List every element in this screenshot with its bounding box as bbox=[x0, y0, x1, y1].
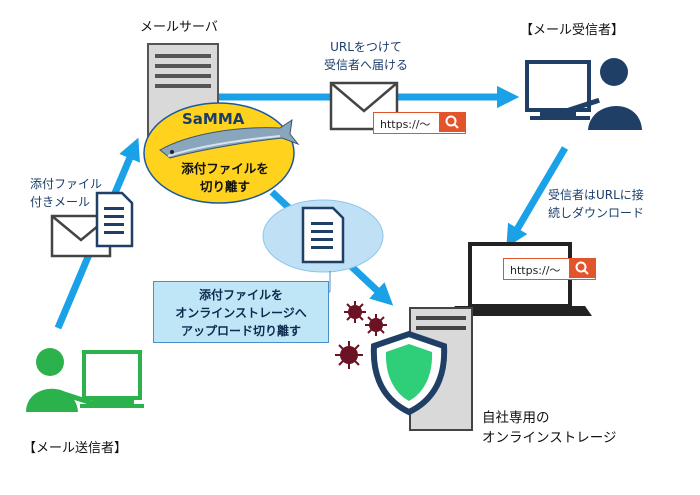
label-mail-server: メールサーバ bbox=[140, 20, 218, 35]
label-attachment-line1: 添付ファイル bbox=[30, 177, 103, 191]
label-url-attach: URLをつけて 受信者へ届ける bbox=[306, 38, 426, 74]
search-icon bbox=[569, 259, 595, 278]
storage-server-icon bbox=[370, 307, 473, 431]
url-text: https://～ bbox=[510, 264, 561, 277]
callout-line1: 添付ファイルを bbox=[198, 288, 283, 302]
url-bar-top: https://～ bbox=[373, 112, 466, 134]
document-icon bbox=[301, 206, 345, 264]
samma-line2: 切り離す bbox=[199, 179, 250, 194]
arrow-receiver-to-laptop bbox=[506, 146, 569, 248]
samma-title: SaMMA bbox=[182, 110, 245, 128]
label-attachment-line2: 付きメール bbox=[30, 195, 91, 209]
label-storage-line1: 自社専用の bbox=[482, 410, 550, 426]
receiver-person-icon bbox=[525, 58, 642, 130]
samma-line1: 添付ファイルを bbox=[181, 161, 269, 176]
sender-person-icon bbox=[26, 348, 144, 412]
label-download-line2: 続しダウンロード bbox=[548, 206, 645, 220]
samma-badge bbox=[143, 102, 300, 204]
label-storage: 自社専用の オンラインストレージ bbox=[482, 408, 616, 448]
label-url-attach-line2: 受信者へ届ける bbox=[323, 58, 408, 72]
callout-line2: オンラインストレージへ bbox=[175, 306, 307, 320]
attached-mail-icon bbox=[50, 191, 134, 258]
laptop-icon bbox=[448, 242, 592, 316]
label-storage-line2: オンラインストレージ bbox=[482, 430, 617, 446]
envelope-icon bbox=[329, 81, 399, 131]
url-bar-laptop: https://～ bbox=[503, 258, 596, 280]
virus-icon bbox=[335, 301, 387, 369]
upload-callout: 添付ファイルを オンラインストレージへ アップロード切り離す bbox=[153, 281, 329, 343]
url-text: https://～ bbox=[380, 118, 431, 131]
callout-line3: アップロード切り離す bbox=[180, 324, 301, 338]
label-download: 受信者はURLに接 続しダウンロード bbox=[548, 186, 644, 222]
label-receiver: 【メール受信者】 bbox=[520, 23, 625, 38]
search-icon bbox=[439, 113, 465, 132]
label-url-attach-line1: URLをつけて bbox=[330, 40, 402, 54]
samma-description: 添付ファイルを 切り離す bbox=[170, 160, 280, 196]
label-download-line1: 受信者はURLに接 bbox=[548, 188, 644, 202]
label-sender: 【メール送信者】 bbox=[23, 441, 128, 456]
fish-icon bbox=[159, 118, 300, 159]
label-attachment-mail: 添付ファイル 付きメール bbox=[30, 175, 102, 211]
